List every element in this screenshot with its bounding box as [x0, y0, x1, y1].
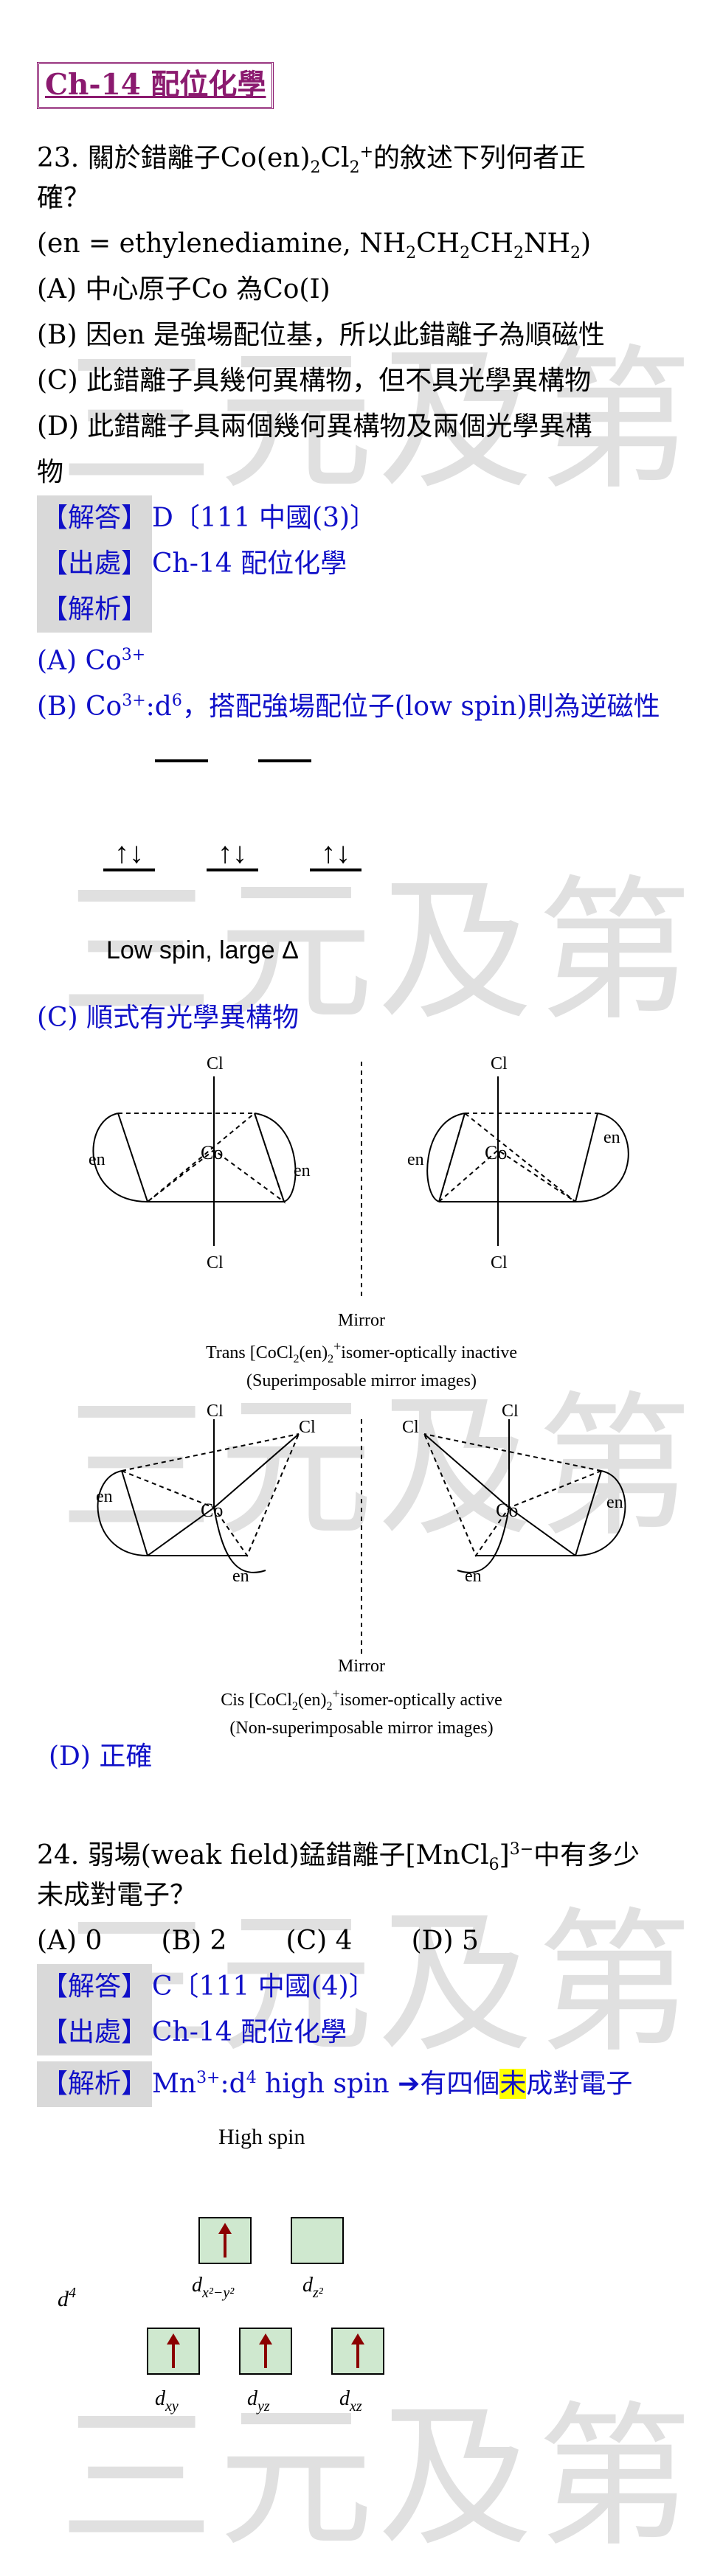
- answer-tag: 【解答】: [37, 495, 153, 541]
- trans-caption: Trans [CoCl2(en)2+isomer-optically inact…: [206, 1339, 517, 1365]
- q24-stem: 24. 弱場(weak field)錳錯離子[MnCl6]3−中有多少: [37, 1840, 640, 1875]
- orbital-label: dz²: [302, 2274, 324, 2301]
- atom-label: Cl: [207, 1404, 224, 1421]
- q23-option-b: (B) 因en 是強場配位基，所以此錯離子為順磁性: [37, 320, 605, 350]
- q23-answer: 【解答】D〔111 中國(3)〕: [37, 495, 701, 541]
- q23-source: 【出處】Ch-14 配位化學: [37, 541, 701, 587]
- question-23: 23. 關於錯離子Co(en)2Cl2+的敘述下列何者正 確？ (en = et…: [37, 130, 701, 724]
- analysis-tag: 【解析】: [37, 587, 153, 633]
- atom-label: Cl: [491, 1054, 508, 1073]
- electron-pair-arrows: ↑↓: [321, 836, 350, 869]
- q23-option-c: (C) 此錯離子具幾何異構物，但不具光學異構物: [37, 366, 592, 396]
- atom-label: Co: [485, 1142, 507, 1163]
- q24-analysis: 【解析】Mn3+:d4 high spin ➔有四個未成對電子: [37, 2055, 701, 2107]
- atom-label: Cl: [299, 1418, 316, 1437]
- orbital-box: [291, 2217, 344, 2264]
- source-tag: 【出處】: [37, 541, 153, 587]
- ligand-label: en: [89, 1150, 105, 1169]
- atom-label: Cl: [402, 1418, 419, 1437]
- high-spin-title: High spin: [218, 2125, 305, 2149]
- q24-options: (A) 0 (B) 2 (C) 4 (D) 5: [37, 1926, 479, 1956]
- mirror-label: Mirror: [338, 1657, 385, 1676]
- d4-label: d4: [58, 2285, 76, 2311]
- ligand-label: en: [465, 1567, 482, 1586]
- electron-pair-arrows: ↑↓: [114, 836, 144, 869]
- ligand-label: en: [606, 1493, 623, 1512]
- atom-label: Co: [496, 1500, 518, 1521]
- orbital-label: dx²−y²: [192, 2274, 235, 2301]
- q23-analysis: 【解析】: [37, 587, 701, 633]
- source-tag: 【出處】: [37, 2010, 153, 2055]
- cis-isomer-figure: Cl Cl Co en en Cl Cl Co en en Mirror Cis…: [96, 1404, 626, 1738]
- electron-pair-arrows: ↑↓: [218, 836, 247, 869]
- mirror-label: Mirror: [338, 1311, 385, 1330]
- q23-option-d: (D) 此錯離子具兩個幾何異構物及兩個光學異構: [37, 411, 592, 442]
- q24-stem-line2: 未成對電子？: [37, 1880, 197, 1910]
- cis-caption: Cis [CoCl2(en)2+isomer-optically active: [221, 1686, 502, 1713]
- orbital-label: dxy: [155, 2387, 179, 2415]
- q23-stem: 23. 關於錯離子Co(en)2Cl2+的敘述下列何者正: [37, 143, 587, 178]
- atom-label: Co: [201, 1142, 223, 1163]
- low-spin-diagram: ↑↓ ↑↓ ↑↓ Low spin, large Δ: [103, 759, 362, 964]
- atom-label: Cl: [207, 1054, 224, 1073]
- cis-caption-note: (Non-superimposable mirror images): [229, 1719, 493, 1738]
- ligand-label: en: [232, 1567, 249, 1586]
- atom-label: Cl: [502, 1404, 519, 1421]
- atom-label: Cl: [207, 1253, 224, 1273]
- orbital-label: dyz: [247, 2387, 270, 2415]
- ligand-label: en: [603, 1128, 620, 1147]
- ligand-label: en: [96, 1487, 113, 1506]
- analysis-tag: 【解析】: [37, 2061, 153, 2107]
- high-spin-diagram: High spin dx²−y² dz² d4 dxy dyz dxz: [58, 2125, 384, 2415]
- atom-label: Cl: [491, 1253, 508, 1273]
- q23-en-definition: (en = ethylenediamine, NH2CH2CH2NH2): [37, 229, 591, 263]
- q24-answer: 【解答】C〔111 中國(4)〕: [37, 1964, 701, 2010]
- q23-analysis-a: (A) Co3+: [37, 646, 146, 676]
- low-spin-label: Low spin, large Δ: [106, 936, 299, 964]
- document-page: 三元及第 三元及第 三元及第 三元及第 三元及第 Ch-14 配位化學 23. …: [37, 62, 701, 2568]
- atom-label: Co: [201, 1500, 223, 1521]
- ligand-label: en: [407, 1150, 424, 1169]
- question-24: 24. 弱場(weak field)錳錯離子[MnCl6]3−中有多少 未成對電…: [37, 1827, 701, 2107]
- chapter-title: Ch-14 配位化學: [37, 62, 274, 109]
- q23-option-a: (A) 中心原子Co 為Co(I): [37, 274, 331, 304]
- orbital-label: dxz: [339, 2387, 362, 2415]
- ligand-label: en: [294, 1161, 311, 1180]
- trans-isomer-figure: Cl Cl Co en en Cl Cl Co en en Mirror Tra…: [89, 1054, 629, 1390]
- highlighted-char: 未: [499, 2069, 527, 2099]
- q24-source: 【出處】Ch-14 配位化學: [37, 2010, 701, 2055]
- q23-option-d-cont: 物: [37, 457, 64, 487]
- q23-analysis-c: (C) 順式有光學異構物: [37, 1003, 300, 1033]
- q23-analysis-d: (D) 正確: [49, 1741, 153, 1772]
- answer-tag: 【解答】: [37, 1964, 153, 2010]
- q23-stem-line2: 確？: [37, 183, 91, 213]
- trans-caption-note: (Superimposable mirror images): [246, 1371, 477, 1390]
- q23-analysis-b: (B) Co3+:d6，搭配強場配位子(low spin)則為逆磁性: [37, 692, 660, 722]
